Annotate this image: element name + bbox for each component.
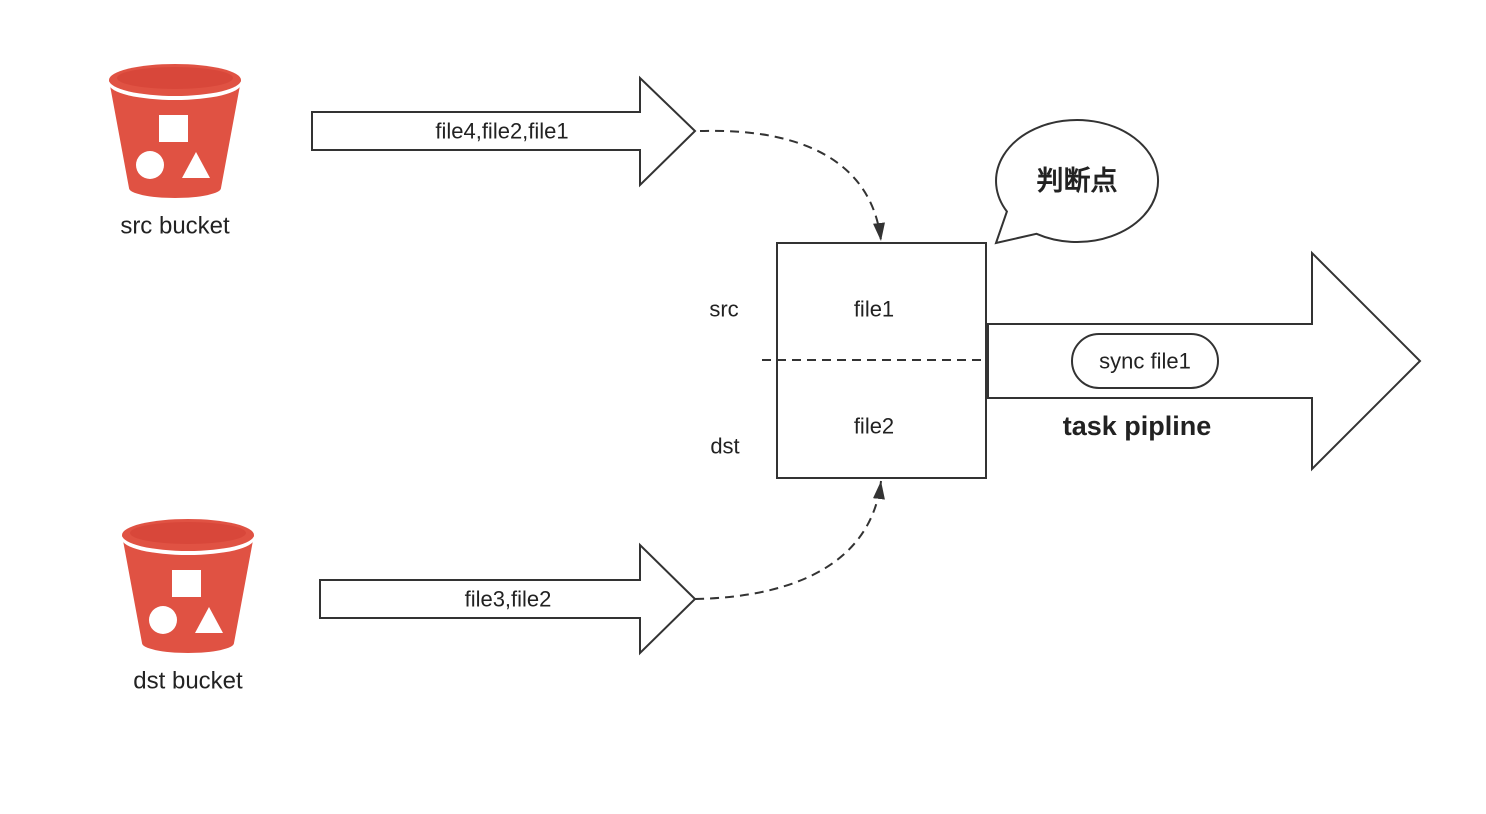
task-pipeline-title: task pipline [1063, 411, 1212, 441]
dst-bucket [122, 519, 254, 653]
dst-connector-arrow [694, 480, 885, 600]
src-connector-arrow [699, 129, 885, 242]
compare-box: file1 file2 [762, 242, 998, 479]
src-bucket [109, 64, 241, 198]
src-stream-label: file4,file2,file1 [435, 119, 568, 144]
dst-stream-label: file3,file2 [465, 587, 552, 612]
checkpoint-label: 判断点 [1037, 166, 1118, 196]
src-bucket-label: src bucket [120, 213, 230, 240]
square-shape-icon [159, 115, 188, 142]
sync-task-label: sync file1 [1099, 349, 1191, 374]
sync-task-pill [1071, 333, 1219, 389]
circle-shape-icon [136, 151, 164, 179]
src-file-label: file1 [854, 297, 894, 322]
square-shape-icon [172, 570, 201, 597]
dst-side-label: dst [710, 434, 739, 459]
circle-shape-icon [149, 606, 177, 634]
dst-file-label: file2 [854, 414, 894, 439]
s3-bucket-icon [122, 519, 254, 653]
dst-stream-arrow: file3,file2 [319, 542, 697, 656]
checkpoint-bubble: 判断点 [994, 118, 1160, 245]
src-side-label: src [709, 297, 738, 322]
src-stream-arrow: file4,file2,file1 [311, 75, 697, 188]
task-pipeline-arrow: sync file1 [987, 250, 1422, 472]
dst-bucket-label: dst bucket [133, 668, 243, 695]
s3-bucket-icon [109, 64, 241, 198]
triangle-shape-icon [195, 607, 223, 633]
triangle-shape-icon [182, 152, 210, 178]
